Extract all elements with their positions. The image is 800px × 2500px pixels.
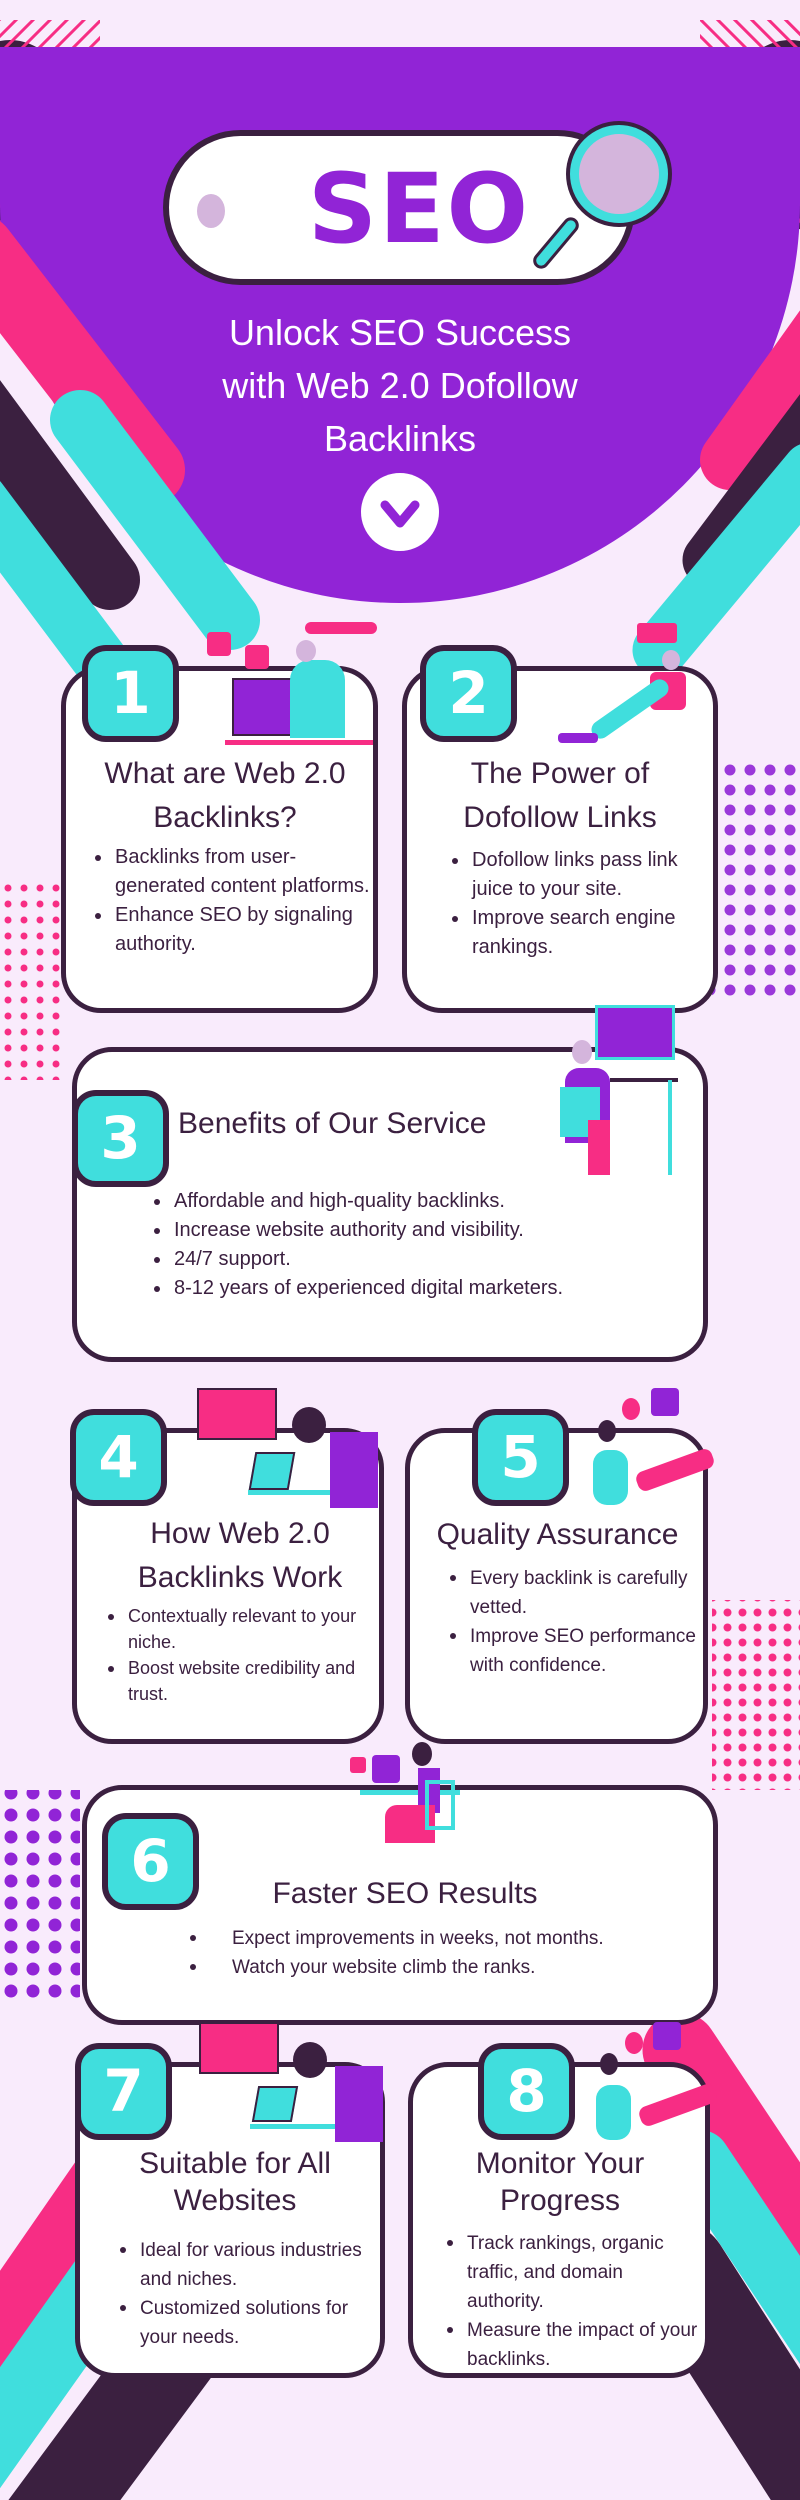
- card-title: How Web 2.0 Backlinks Work: [137, 1517, 343, 1594]
- list-item: Customized solutions for your needs.: [118, 2294, 380, 2352]
- decor-bar: [670, 2130, 800, 2365]
- step-badge: 6: [102, 1813, 199, 1910]
- decor-dots-right: [712, 760, 800, 1000]
- decor-bar: [50, 390, 260, 650]
- seo-search-pill: SEO: [163, 130, 635, 285]
- step-badge: 3: [72, 1090, 169, 1187]
- card-title: Benefits of Our Service: [178, 1107, 487, 1140]
- magnifier-icon: [570, 125, 668, 223]
- list-item: Dofollow links pass link juice to your s…: [450, 846, 710, 904]
- list-item: Watch your website climb the ranks.: [188, 1953, 628, 1982]
- bullet-list: Affordable and high-quality backlinks. I…: [152, 1187, 692, 1303]
- decor-dots-left-purple: [0, 1790, 80, 2000]
- list-item: Increase website authority and visibilit…: [152, 1216, 692, 1245]
- list-item: Track rankings, organic traffic, and dom…: [445, 2229, 703, 2316]
- card-title: Faster SEO Results: [272, 1877, 538, 1910]
- card-title: The Power of Dofollow Links: [463, 757, 657, 834]
- list-item-text: Watch your website climb the ranks.: [232, 1957, 536, 1978]
- decor-bar: [700, 310, 800, 490]
- bullet-list: Dofollow links pass link juice to your s…: [450, 846, 710, 962]
- list-item: Every backlink is carefully vetted.: [448, 1564, 698, 1622]
- decor-bar: [0, 481, 128, 688]
- bullet-list: Every backlink is carefully vetted. Impr…: [448, 1564, 698, 1680]
- decor-bar: [632, 444, 800, 678]
- list-item: Enhance SEO by signaling authority.: [93, 901, 373, 959]
- chevron-down-icon: [380, 500, 420, 528]
- decor-bar: [0, 380, 140, 610]
- list-item: Improve SEO performance with confidence.: [448, 1622, 698, 1680]
- list-item: Improve search engine rankings.: [450, 904, 710, 962]
- list-item: Boost website credibility and trust.: [106, 1655, 376, 1707]
- bullet-list: Contextually relevant to your niche. Boo…: [106, 1603, 376, 1707]
- card-title: Monitor Your Progress: [475, 2147, 645, 2217]
- step-badge: 2: [420, 645, 517, 742]
- hero-headline: Unlock SEO Success with Web 2.0 Dofollow…: [100, 306, 700, 465]
- bullet-list: Ideal for various industries and niches.…: [118, 2236, 380, 2352]
- list-item: Measure the impact of your backlinks.: [445, 2316, 703, 2374]
- decor-dots-left: [0, 880, 60, 1080]
- bullet-list: Expect improvements in weeks, not months…: [188, 1924, 628, 1982]
- pill-dot: [197, 194, 225, 228]
- headline-line: with Web 2.0 Dofollow: [222, 365, 578, 406]
- bullet-list: Track rankings, organic traffic, and dom…: [445, 2229, 703, 2374]
- seo-logo-text: SEO: [307, 153, 531, 265]
- list-item: Ideal for various industries and niches.: [118, 2236, 380, 2294]
- card-title: Quality Assurance: [436, 1518, 679, 1551]
- list-item-text: Expect improvements in weeks, not months…: [232, 1928, 604, 1949]
- card-title: Suitable for All Websites: [139, 2147, 331, 2217]
- list-item: Affordable and high-quality backlinks.: [152, 1187, 692, 1216]
- step-badge: 4: [70, 1409, 167, 1506]
- list-item: Backlinks from user-generated content pl…: [93, 843, 373, 901]
- headline-line: Backlinks: [323, 418, 477, 459]
- bullet-list: Backlinks from user-generated content pl…: [93, 843, 373, 959]
- list-item: 8-12 years of experienced digital market…: [152, 1274, 692, 1303]
- scroll-down-button[interactable]: [361, 473, 439, 551]
- headline-line: Unlock SEO Success: [228, 312, 572, 353]
- step-badge: 7: [75, 2043, 172, 2140]
- list-item: 24/7 support.: [152, 1245, 692, 1274]
- step-badge: 5: [472, 1409, 569, 1506]
- card-title: What are Web 2.0 Backlinks?: [104, 757, 346, 834]
- step-badge: 8: [478, 2043, 575, 2140]
- step-badge: 1: [82, 645, 179, 742]
- list-item: Expect improvements in weeks, not months…: [188, 1924, 628, 1953]
- list-item: Contextually relevant to your niche.: [106, 1603, 376, 1655]
- decor-dots-right-pink: [712, 1600, 800, 1790]
